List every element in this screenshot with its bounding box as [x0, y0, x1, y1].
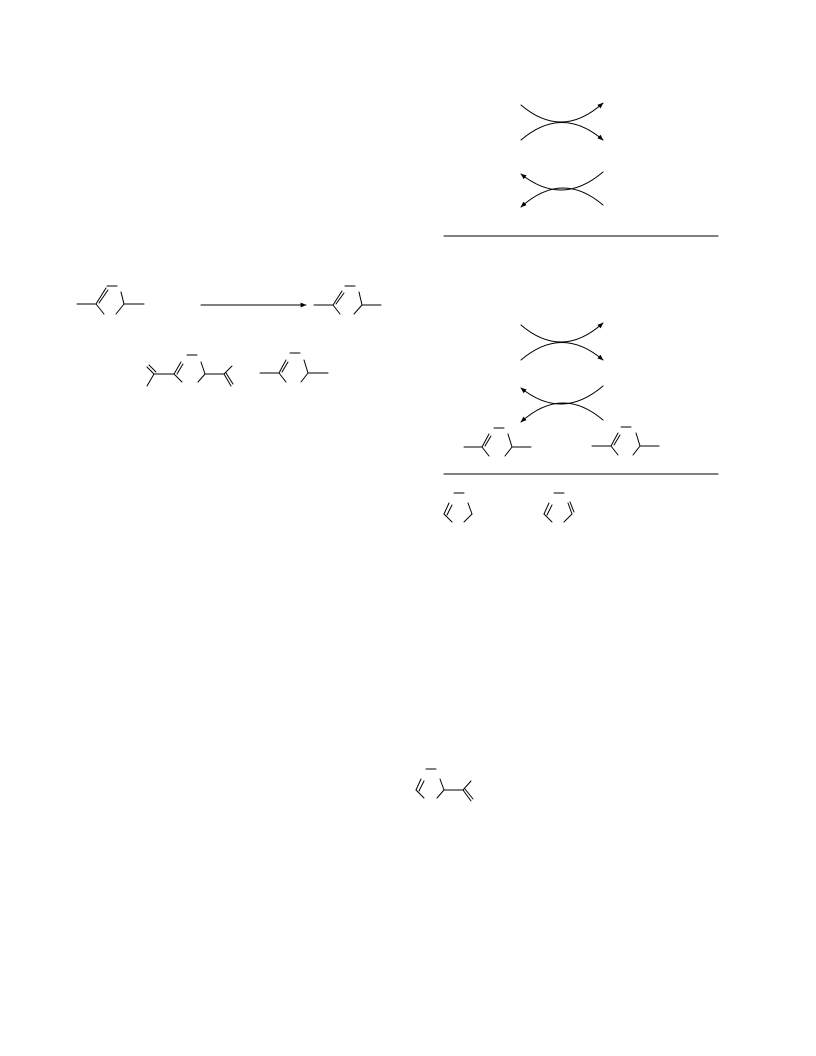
bottom-structure [415, 768, 474, 802]
curved-arrows-mid [520, 322, 604, 423]
structure-small-right [259, 352, 329, 383]
ring-structure-2 [543, 492, 575, 523]
structure-extended [146, 354, 234, 387]
structure-left-reactant [76, 285, 145, 315]
structure-left-product [313, 285, 382, 315]
structure-mid-right [591, 426, 660, 456]
curved-arrows-top [520, 102, 604, 208]
ring-structure-1 [443, 492, 473, 523]
structure-mid-left [463, 427, 532, 457]
